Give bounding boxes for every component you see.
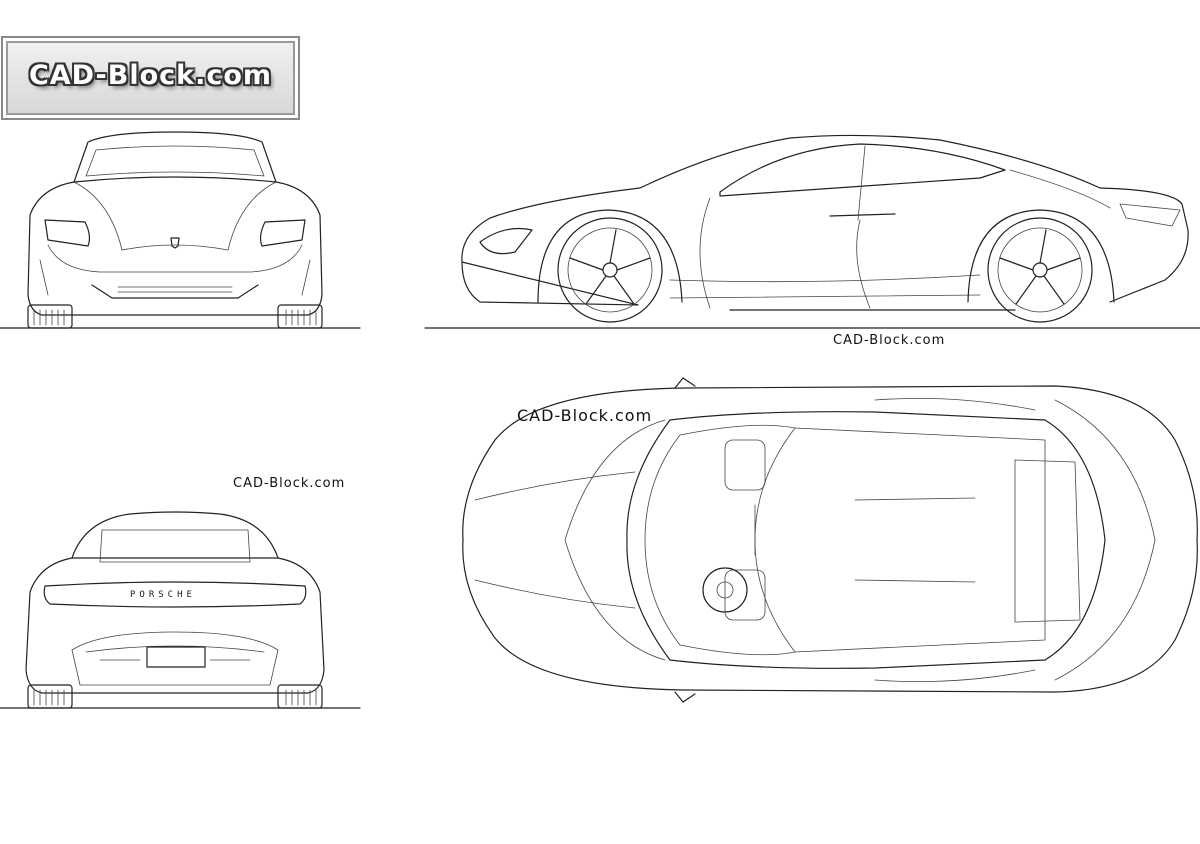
porsche-badge-text: PORSCHE xyxy=(130,590,196,600)
logo-text: CAD-Block.com xyxy=(28,60,273,91)
cad-block-logo: CAD-Block.com xyxy=(1,36,300,120)
car-rear-view: PORSCHE xyxy=(0,511,361,709)
car-side-view xyxy=(424,134,1200,329)
watermark-side-view: CAD-Block.com xyxy=(833,333,946,348)
car-top-view xyxy=(462,377,1198,703)
watermark-top-view: CAD-Block.com xyxy=(517,406,653,425)
watermark-rear-view: CAD-Block.com xyxy=(233,476,346,491)
car-front-view xyxy=(0,131,361,329)
